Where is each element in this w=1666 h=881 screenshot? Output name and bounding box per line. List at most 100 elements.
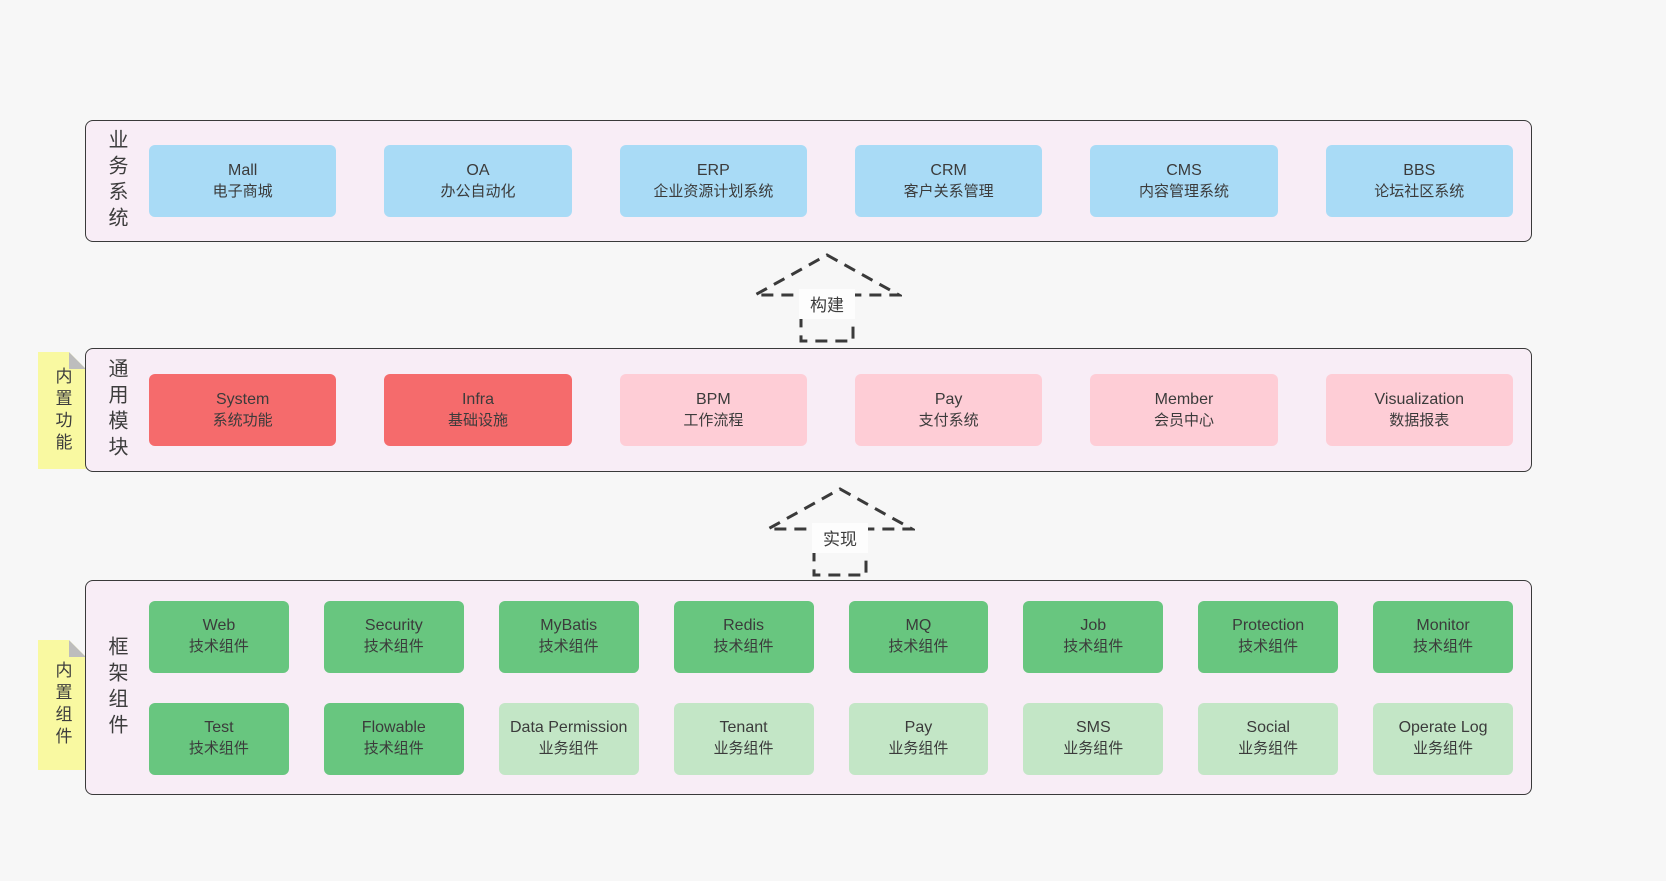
build-arrow: 构建: [752, 252, 902, 344]
component-rows: Web 技术组件 Security 技术组件 MyBatis 技术组件 Redi…: [149, 600, 1513, 775]
box-pay: Pay 支付系统: [854, 374, 1043, 446]
box-subtitle: 技术组件: [713, 638, 774, 656]
box-title: Data Permission: [510, 719, 628, 737]
box-subtitle: 技术组件: [363, 638, 424, 656]
box-pay-biz: Pay 业务组件: [848, 702, 989, 775]
box-operate-log: Operate Log 业务组件: [1373, 702, 1513, 775]
box-visualization: Visualization 数据报表: [1325, 374, 1513, 446]
box-title: Pay: [904, 719, 933, 737]
sticky-note-built-in-components: 内置组件: [38, 640, 86, 770]
box-subtitle: 技术组件: [188, 638, 249, 656]
box-subtitle: 业务组件: [1063, 740, 1124, 758]
box-web: Web 技术组件: [149, 600, 289, 673]
layer-business-systems: 业务系统 Mall 电子商城 OA 办公自动化 ERP 企业资源计划系统 CRM…: [85, 120, 1532, 242]
box-subtitle: 论坛社区系统: [1374, 182, 1465, 200]
box-subtitle: 技术组件: [538, 638, 599, 656]
box-subtitle: 数据报表: [1389, 411, 1450, 429]
box-bpm: BPM 工作流程: [619, 374, 807, 446]
box-subtitle: 支付系统: [918, 411, 979, 429]
box-crm: CRM 客户关系管理: [854, 145, 1043, 217]
module-boxes: System 系统功能 Infra 基础设施 BPM 工作流程 Pay 支付系统…: [149, 374, 1513, 446]
box-erp: ERP 企业资源计划系统: [619, 145, 807, 217]
box-title: Job: [1080, 617, 1107, 635]
box-title: Web: [202, 617, 236, 635]
box-title: CMS: [1166, 161, 1202, 179]
box-subtitle: 业务组件: [713, 740, 774, 758]
box-bbs: BBS 论坛社区系统: [1325, 145, 1513, 217]
box-monitor: Monitor 技术组件: [1373, 600, 1513, 673]
box-title: Mall: [227, 161, 258, 179]
box-title: CRM: [930, 161, 967, 179]
box-subtitle: 业务组件: [1413, 740, 1474, 758]
box-tenant: Tenant 业务组件: [673, 702, 814, 775]
box-member: Member 会员中心: [1090, 374, 1278, 446]
box-subtitle: 业务组件: [1238, 740, 1299, 758]
box-title: Operate Log: [1398, 719, 1488, 737]
box-data-permission: Data Permission 业务组件: [498, 702, 639, 775]
box-title: System: [215, 390, 270, 408]
box-title: Monitor: [1416, 617, 1470, 635]
box-security: Security 技术组件: [323, 600, 464, 673]
box-mq: MQ 技术组件: [848, 600, 989, 673]
box-title: Test: [204, 719, 234, 737]
box-mybatis: MyBatis 技术组件: [498, 600, 639, 673]
box-title: BPM: [695, 390, 731, 408]
box-subtitle: 业务组件: [888, 740, 949, 758]
box-title: Infra: [461, 390, 494, 408]
box-protection: Protection 技术组件: [1198, 600, 1339, 673]
note-text: 内置功能: [52, 366, 72, 455]
box-cms: CMS 内容管理系统: [1090, 145, 1278, 217]
box-title: BBS: [1403, 161, 1436, 179]
box-title: Visualization: [1374, 390, 1465, 408]
note-text: 内置组件: [52, 661, 72, 749]
box-subtitle: 基础设施: [447, 411, 508, 429]
box-subtitle: 办公自动化: [440, 182, 516, 200]
build-arrow-label: 构建: [810, 296, 844, 315]
box-subtitle: 工作流程: [683, 411, 744, 429]
box-title: Tenant: [719, 719, 768, 737]
box-title: OA: [466, 161, 490, 179]
layer-common-modules: 通用模块 System 系统功能 Infra 基础设施 BPM 工作流程 Pay…: [85, 348, 1532, 472]
box-subtitle: 技术组件: [888, 638, 949, 656]
up-arrow-icon: 构建: [752, 253, 902, 343]
component-row-1: Web 技术组件 Security 技术组件 MyBatis 技术组件 Redi…: [149, 600, 1513, 673]
box-subtitle: 业务组件: [538, 740, 599, 758]
box-mall: Mall 电子商城: [149, 145, 337, 217]
note-fold-corner-icon: [69, 640, 86, 657]
box-flowable: Flowable 技术组件: [323, 702, 464, 775]
layer-business-label: 业务系统: [105, 129, 127, 233]
box-title: SMS: [1075, 719, 1111, 737]
component-row-2: Test 技术组件 Flowable 技术组件 Data Permission …: [149, 702, 1513, 775]
business-boxes: Mall 电子商城 OA 办公自动化 ERP 企业资源计划系统 CRM 客户关系…: [149, 145, 1513, 217]
box-title: Social: [1246, 719, 1290, 737]
box-system: System 系统功能: [149, 374, 337, 446]
box-job: Job 技术组件: [1023, 600, 1164, 673]
box-social: Social 业务组件: [1198, 702, 1339, 775]
box-subtitle: 会员中心: [1153, 411, 1214, 429]
box-title: Redis: [723, 617, 765, 635]
note-fold-corner-icon: [69, 352, 86, 369]
up-arrow-icon: 实现: [765, 487, 915, 577]
box-subtitle: 技术组件: [1238, 638, 1299, 656]
box-title: Security: [364, 617, 423, 635]
box-subtitle: 技术组件: [1063, 638, 1124, 656]
box-redis: Redis 技术组件: [673, 600, 814, 673]
box-title: Flowable: [361, 719, 426, 737]
box-sms: SMS 业务组件: [1023, 702, 1164, 775]
box-subtitle: 电子商城: [212, 182, 273, 200]
box-test: Test 技术组件: [149, 702, 289, 775]
box-subtitle: 客户关系管理: [903, 182, 994, 200]
box-subtitle: 内容管理系统: [1138, 182, 1229, 200]
implement-arrow-label: 实现: [823, 530, 857, 549]
box-subtitle: 系统功能: [212, 411, 273, 429]
box-title: Member: [1154, 390, 1214, 408]
box-title: MyBatis: [540, 617, 598, 635]
box-oa: OA 办公自动化: [384, 145, 572, 217]
box-subtitle: 企业资源计划系统: [653, 182, 774, 200]
box-title: MQ: [905, 617, 932, 635]
box-infra: Infra 基础设施: [384, 374, 572, 446]
box-title: ERP: [696, 161, 730, 179]
sticky-note-built-in-features: 内置功能: [38, 352, 86, 469]
box-title: Protection: [1232, 617, 1305, 635]
box-subtitle: 技术组件: [363, 740, 424, 758]
